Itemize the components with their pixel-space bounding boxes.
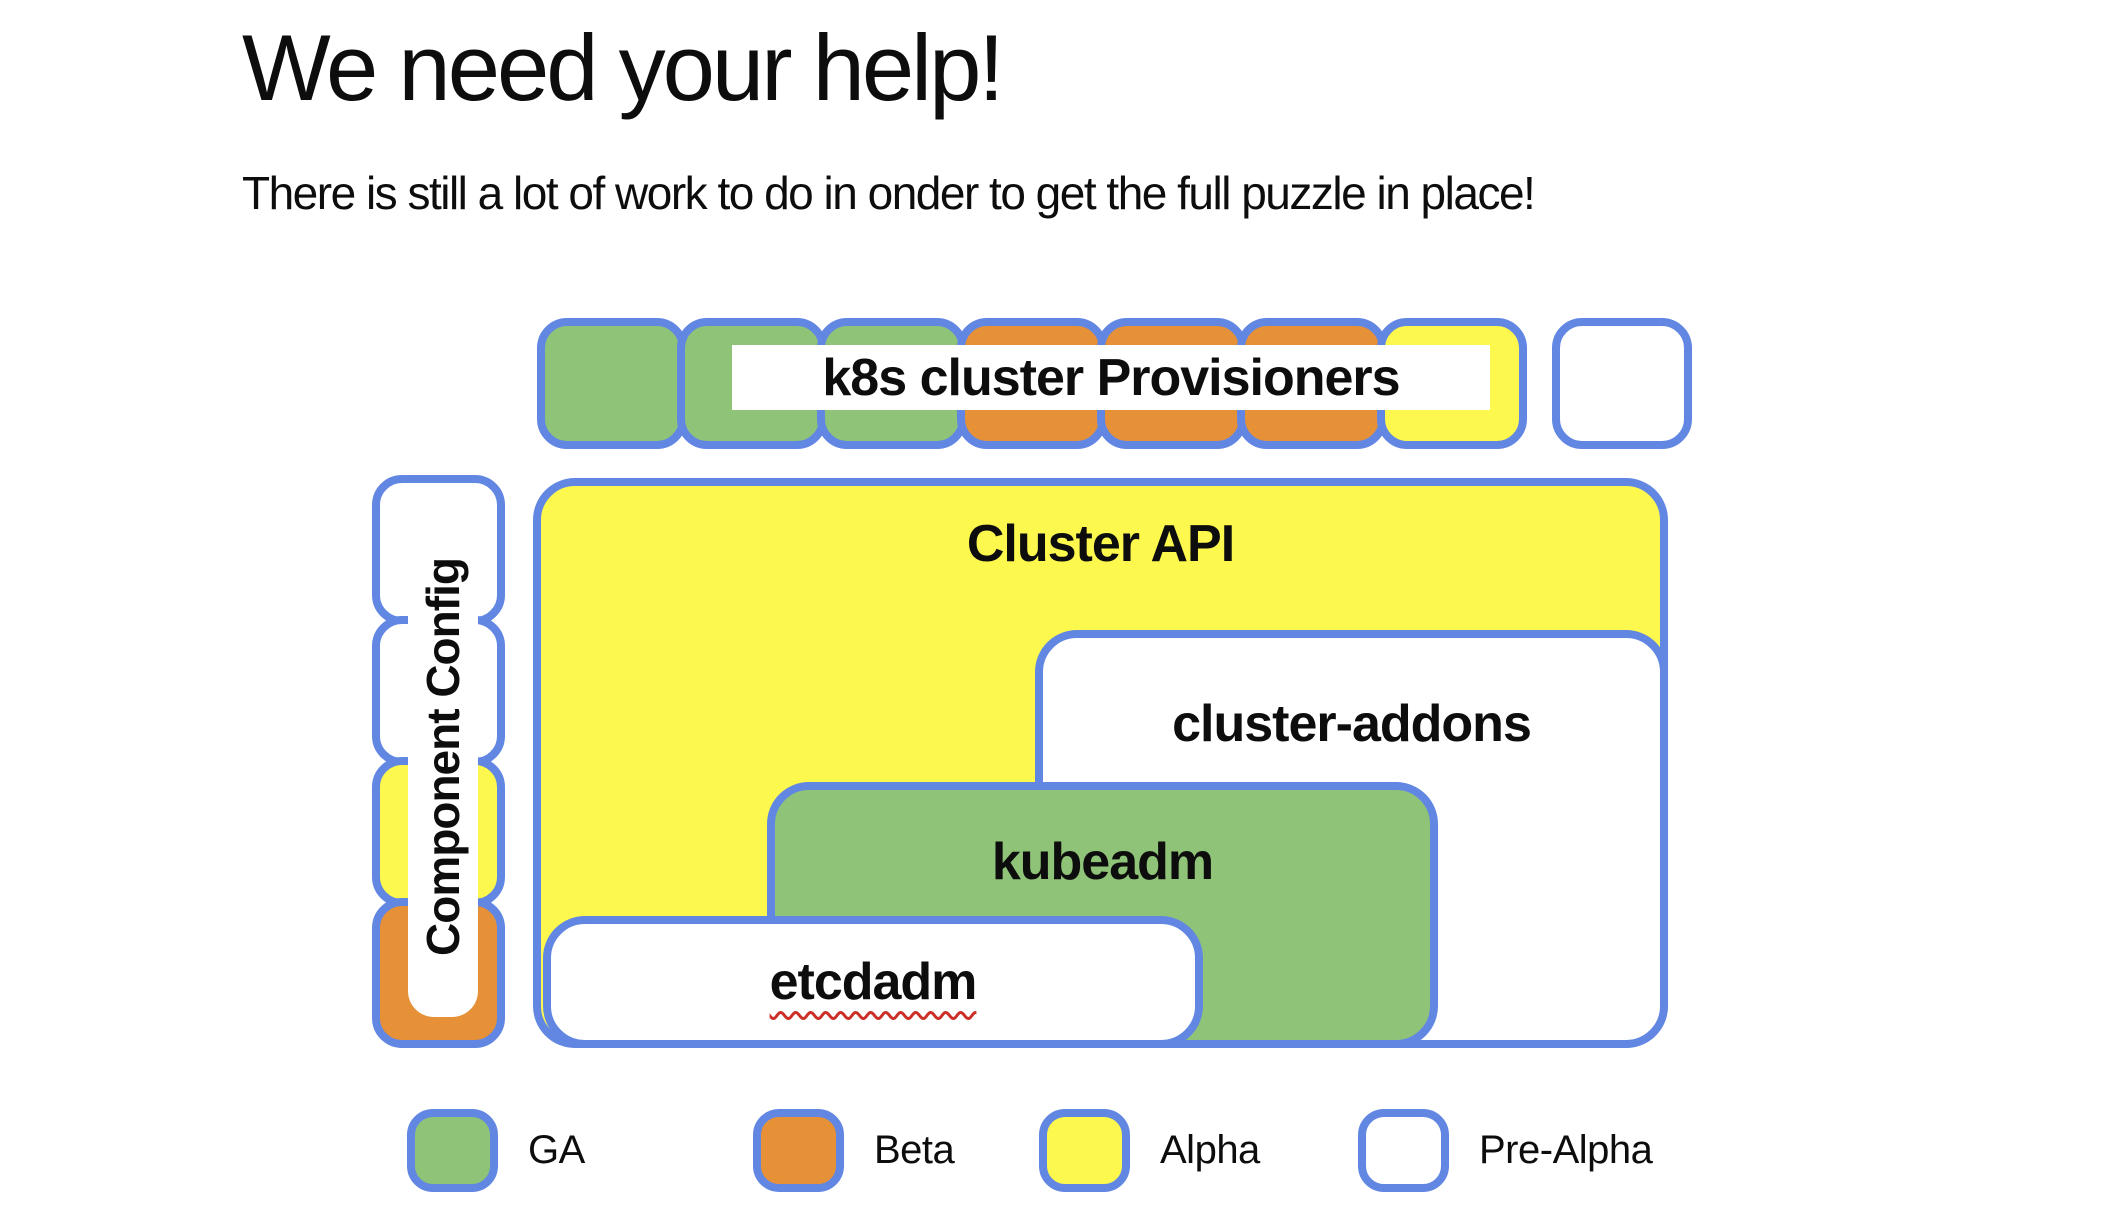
provisioners-label-box: k8s cluster Provisioners [732, 345, 1490, 410]
cluster-addons-label: cluster-addons [1172, 695, 1532, 753]
page-subtitle: There is still a lot of work to do in on… [242, 167, 1536, 219]
legend-label-ga: GA [528, 1128, 585, 1172]
etcdadm-label: etcdadm [769, 953, 978, 1011]
legend-label-alpha: Alpha [1160, 1128, 1260, 1172]
component-config-label-box: Component Config [408, 497, 478, 1017]
legend-label-beta: Beta [874, 1128, 955, 1172]
legend-item-alpha: Alpha [1039, 1109, 1260, 1192]
legend-swatch-alpha [1039, 1109, 1130, 1192]
kubeadm-label: kubeadm [991, 833, 1214, 891]
provisioner-piece-ga [537, 318, 687, 449]
page-title: We need your help! [242, 15, 1004, 120]
component-config-label: Component Config [417, 558, 469, 956]
etcdadm-box: etcdadm [543, 916, 1203, 1048]
provisioner-piece-prealpha [1552, 318, 1692, 449]
provisioners-label: k8s cluster Provisioners [822, 348, 1400, 407]
legend-swatch-beta [753, 1109, 844, 1192]
legend-swatch-ga [407, 1109, 498, 1192]
cluster-api-label: Cluster API [966, 515, 1235, 573]
legend-item-ga: GA [407, 1109, 585, 1192]
legend-label-prealpha: Pre-Alpha [1479, 1128, 1653, 1172]
legend-item-prealpha: Pre-Alpha [1358, 1109, 1653, 1192]
legend-swatch-prealpha [1358, 1109, 1449, 1192]
legend-item-beta: Beta [753, 1109, 955, 1192]
